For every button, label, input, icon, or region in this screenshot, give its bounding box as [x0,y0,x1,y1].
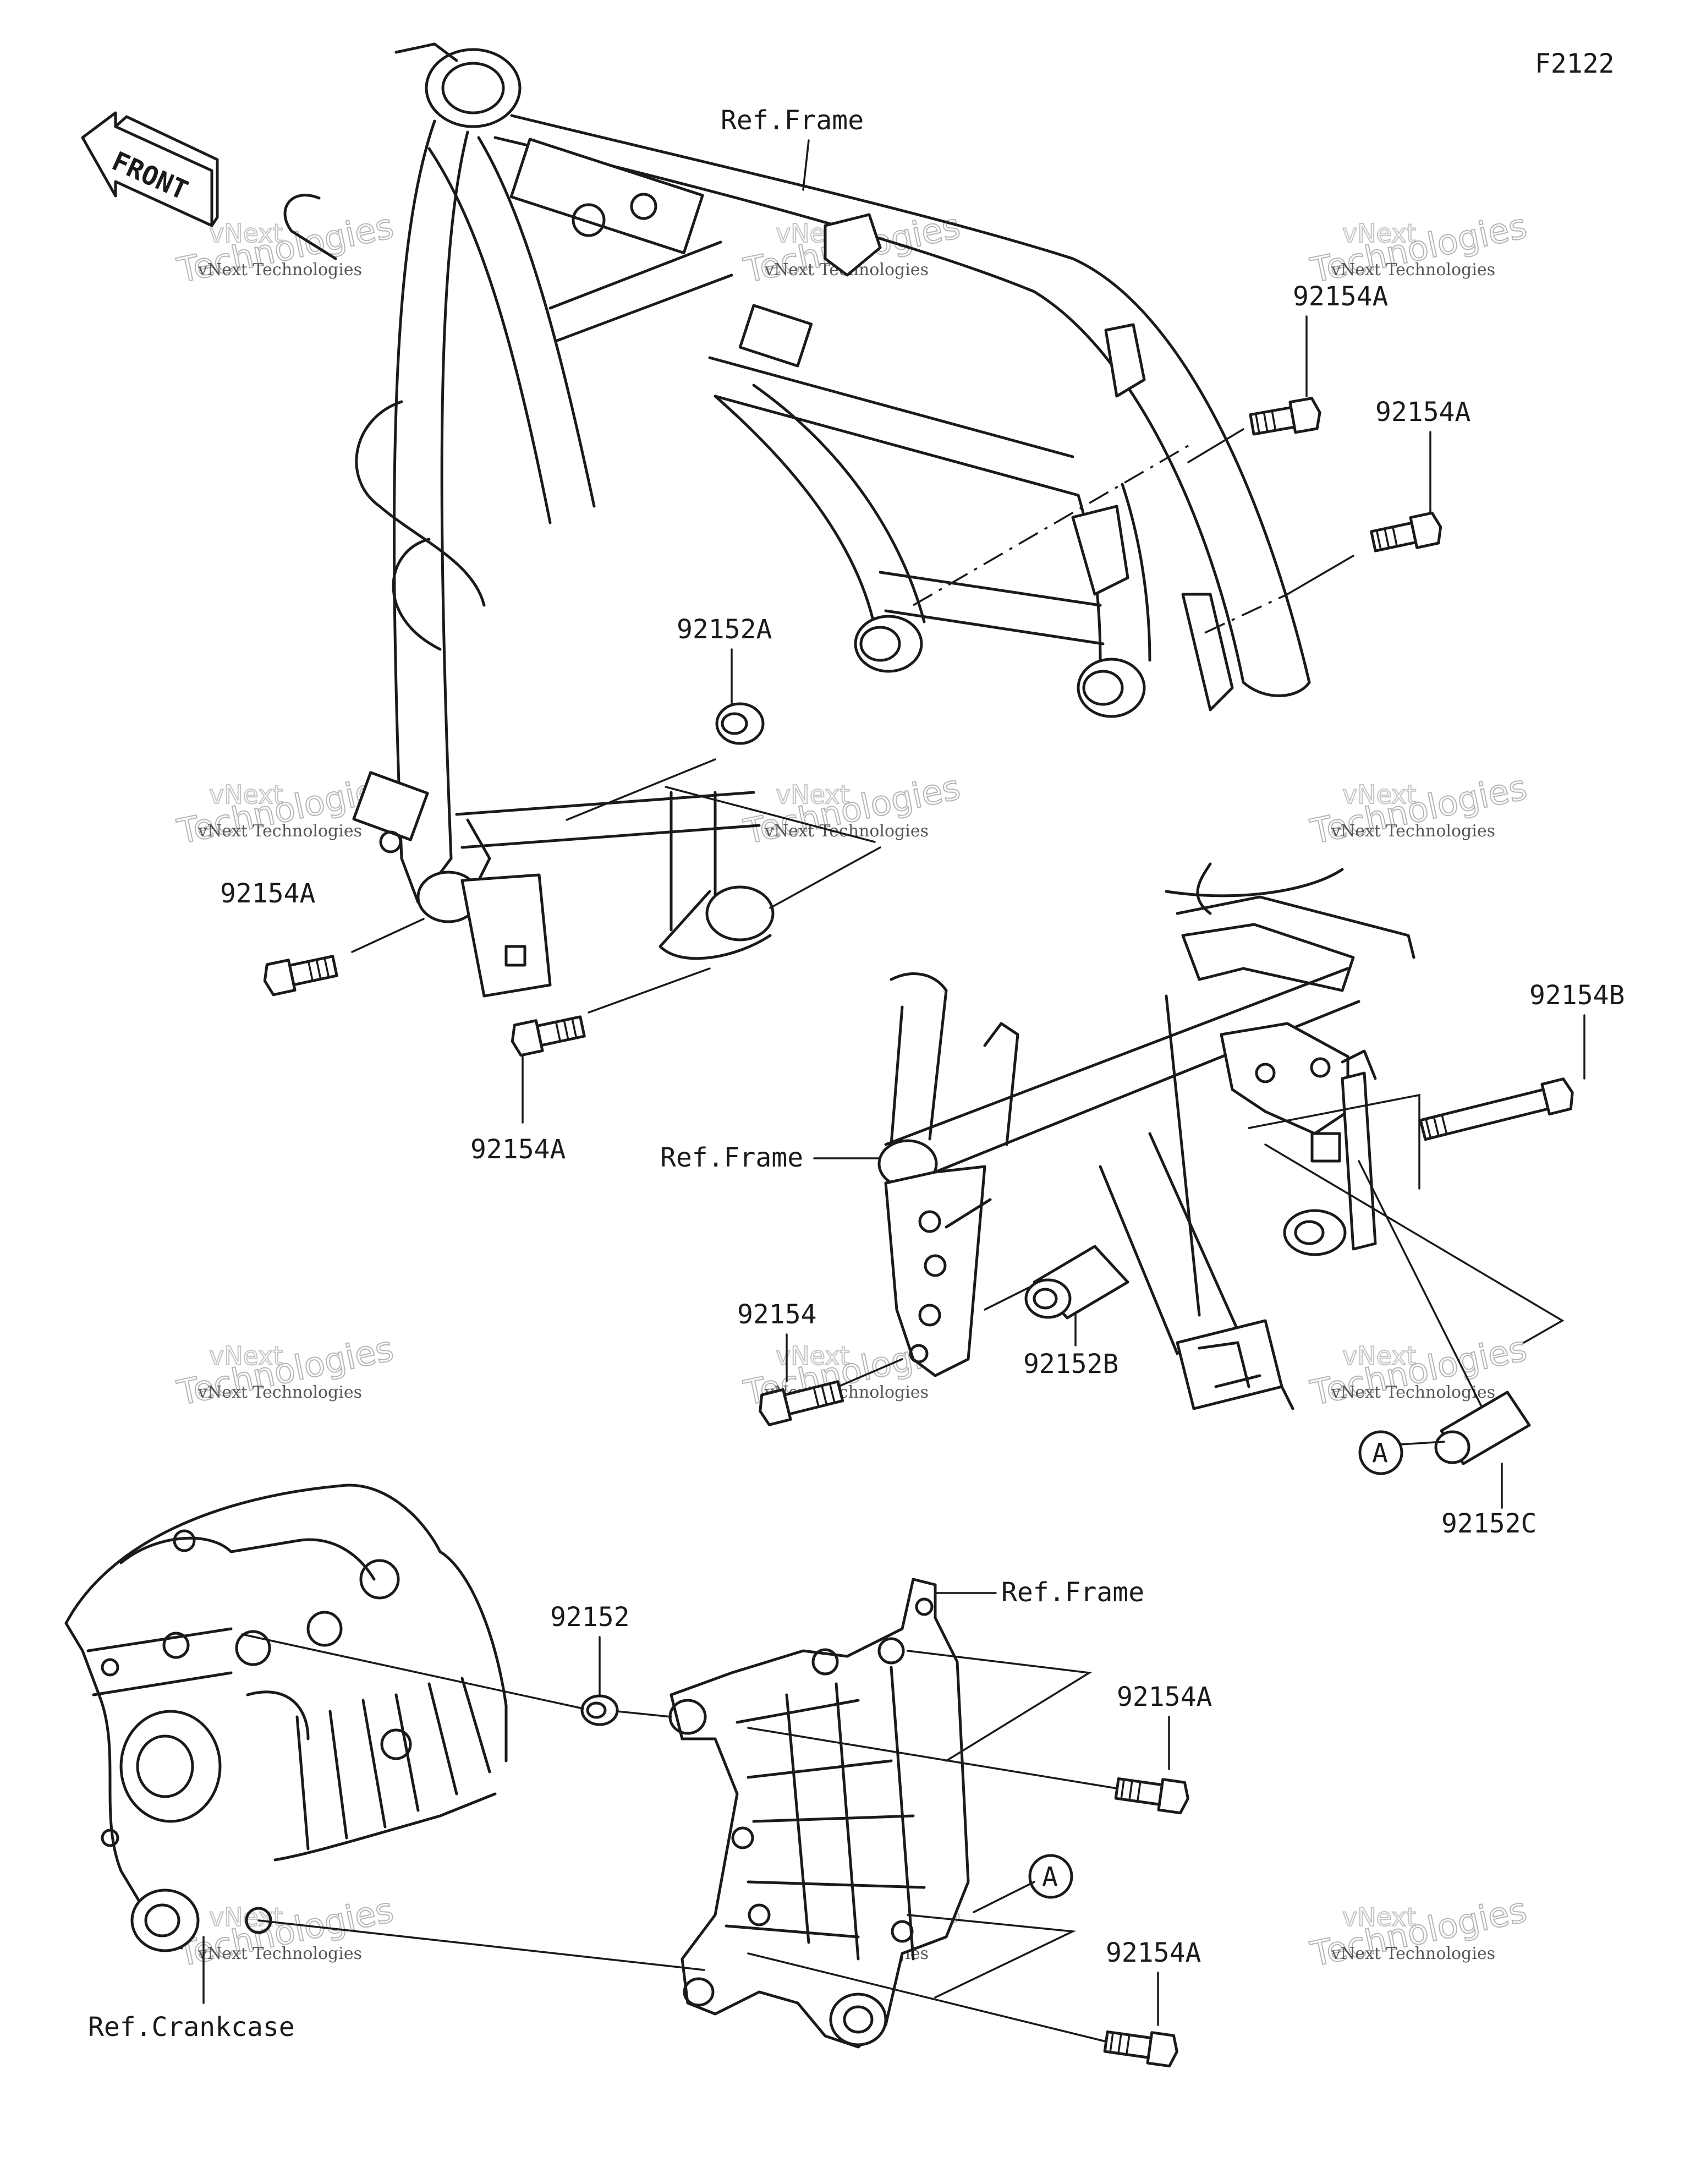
collar-icon [580,1694,619,1726]
svg-text:vNext: vNext [1342,1902,1416,1932]
frame-drawing-middle [877,862,1415,1410]
svg-text:vNext Technologies: vNext Technologies [197,1383,362,1402]
crankcase-drawing [64,1484,508,1952]
assembly-line [588,967,711,1014]
part-number-label: 92154A [1106,1937,1201,1968]
assembly-line [769,846,881,909]
part-number-label: 92154A [1117,1682,1212,1712]
assembly-line [351,918,425,953]
svg-text:vNext Technologies: vNext Technologies [1331,822,1495,841]
svg-text:vNext Technologies: vNext Technologies [1331,1383,1495,1402]
ref-frame-label-bottom: Ref.Frame [1001,1577,1144,1608]
watermark: vNext Technologies vNext Technologies [1307,205,1531,291]
assembly-line [907,1914,1077,1999]
svg-text:A: A [1042,1862,1058,1892]
part-number-label: 92152C [1441,1508,1537,1539]
assembly-line [257,1919,705,1971]
svg-text:vNext Technologies: vNext Technologies [197,822,362,841]
sleeve-icon [1024,1245,1129,1320]
bolt-icon [263,955,338,997]
assembly-line [747,1952,1107,2043]
assembly-line [1204,593,1288,634]
bolt-icon [1103,2030,1178,2068]
svg-text:vNext Technologies: vNext Technologies [764,822,929,841]
assembly-line [1264,1143,1565,1344]
assembly-line [1358,1160,1497,1437]
part-number-label: 92152B [1023,1349,1118,1380]
svg-text:A: A [1372,1438,1388,1469]
assembly-line [1187,428,1244,463]
svg-text:vNext: vNext [1342,218,1416,248]
bolt-icon [1114,1777,1189,1815]
part-number-label: 92152A [677,614,772,645]
bolt-icon [511,1015,586,1057]
svg-text:vNext Technologies: vNext Technologies [1331,260,1495,280]
bolt-icon [759,1380,844,1426]
svg-text:vNext Technologies: vNext Technologies [197,260,362,280]
callout-marker: A [1028,1854,1073,1899]
assembly-line [1286,555,1354,595]
assembly-line [913,445,1189,606]
frame-drawing-top [283,42,1311,998]
part-number-label: 92154A [1293,281,1388,312]
part-number-label: 92154B [1529,980,1625,1011]
watermark: vNext Technologies vNext Technologies [1307,1889,1531,1975]
assembly-line [241,1633,584,1710]
watermark: vNext Technologies vNext Technologies [1307,767,1531,852]
part-number-label: 92152 [550,1602,630,1633]
assembly-line [566,758,716,821]
part-number-label: 92154A [470,1134,566,1165]
svg-text:vNext: vNext [209,1341,283,1371]
sleeve-icon [1434,1391,1531,1465]
assembly-line [907,1650,1093,1762]
assembly-line [984,1287,1030,1311]
svg-text:vNext: vNext [209,780,283,809]
assembly-line [1248,1093,1420,1190]
collar-icon [715,702,765,745]
leader-line [802,139,810,191]
front-direction-arrow-icon: FRONT [81,111,219,227]
svg-text:vNext: vNext [776,780,849,809]
ref-frame-label-top: Ref.Frame [721,105,864,136]
callout-marker: A [1358,1430,1403,1475]
svg-text:vNext: vNext [1342,1341,1416,1371]
leader-line [1399,1441,1445,1446]
svg-text:vNext: vNext [1342,780,1416,809]
part-number-label: 92154A [1375,397,1470,428]
svg-text:vNext Technologies: vNext Technologies [1331,1944,1495,1963]
assembly-line [665,786,876,843]
assembly-line [616,1710,672,1718]
svg-text:vNext Technologies: vNext Technologies [197,1944,362,1963]
figure-code: F2122 [1535,48,1615,79]
assembly-line [973,1881,1035,1913]
bolt-icon [1249,397,1321,436]
long-bolt-icon [1419,1077,1574,1141]
watermark: vNext Technologies vNext Technologies [740,767,964,852]
watermark: vNext Technologies vNext Technologies [173,1328,398,1414]
ref-crankcase-label: Ref.Crankcase [88,2012,295,2043]
part-number-label: 92154A [220,878,315,909]
svg-text:vNext: vNext [209,218,283,248]
assembly-line [747,1727,1118,1789]
bolt-icon [1370,511,1442,552]
ref-frame-label-middle: Ref.Frame [660,1142,803,1173]
hanger-bracket-drawing [668,1578,970,2049]
part-number-label: 92154 [737,1299,817,1330]
